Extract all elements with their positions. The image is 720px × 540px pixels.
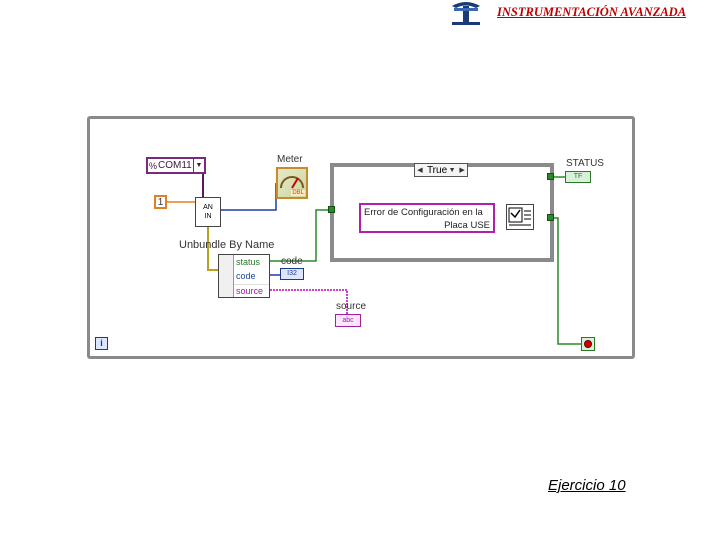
one-button-dialog-node[interactable] (506, 204, 534, 230)
university-logo-icon (452, 2, 480, 25)
unbundle-field-source[interactable]: source (234, 284, 269, 297)
code-label: code (281, 256, 303, 267)
error-message-line2: Placa USE (444, 220, 490, 231)
decrement-arrow-icon[interactable]: ◀ (417, 167, 423, 174)
stop-condition-terminal[interactable] (581, 337, 595, 351)
chevron-down-icon[interactable]: ▼ (448, 166, 456, 174)
gauge-icon (280, 176, 304, 189)
error-message-string-constant[interactable]: Error de Configuración en la Placa USE (359, 203, 495, 233)
unbundle-label: Unbundle By Name (179, 239, 275, 251)
analog-input-node[interactable]: AN IN (195, 197, 221, 227)
meter-label: Meter (277, 154, 303, 165)
numeric-constant[interactable]: 1 (154, 195, 167, 209)
increment-arrow-icon[interactable]: ▶ (459, 167, 465, 174)
source-label: source (336, 301, 367, 312)
exercise-label: Ejercicio 10 (548, 477, 626, 494)
com-resource-value: COM11 (158, 160, 192, 171)
stop-icon (584, 340, 592, 348)
case-output-tunnel-stop[interactable] (547, 214, 554, 221)
case-selector-value: True (426, 164, 448, 176)
status-label: STATUS (566, 158, 604, 169)
dialog-icon (508, 207, 531, 226)
iteration-terminal: i (95, 337, 108, 350)
header-title: INSTRUMENTACIÓN AVANZADA (497, 5, 687, 19)
meter-type-badge: DBL (291, 190, 305, 196)
case-output-tunnel-status[interactable] (547, 173, 554, 180)
com-resource-control[interactable]: % COM11 ▼ (146, 157, 206, 174)
unbundle-by-name-node[interactable]: status code source (218, 254, 270, 298)
io-resource-icon: % (148, 160, 157, 171)
meter-indicator[interactable]: DBL (276, 167, 308, 199)
anin-line2: IN (204, 213, 212, 220)
unbundle-field-code[interactable]: code (236, 271, 256, 281)
case-selector[interactable]: ◀ True ▼ ▶ (414, 163, 468, 177)
anin-line1: AN (203, 204, 213, 211)
unbundle-field-status[interactable]: status (236, 257, 261, 267)
source-indicator[interactable]: abc (335, 314, 361, 327)
error-message-line1: Error de Configuración en la (364, 207, 483, 218)
chevron-down-icon[interactable]: ▼ (193, 159, 204, 172)
case-input-tunnel[interactable] (328, 206, 335, 213)
code-indicator[interactable]: I32 (280, 268, 304, 280)
status-indicator[interactable]: TF (565, 171, 591, 183)
unbundle-grip (219, 255, 234, 297)
